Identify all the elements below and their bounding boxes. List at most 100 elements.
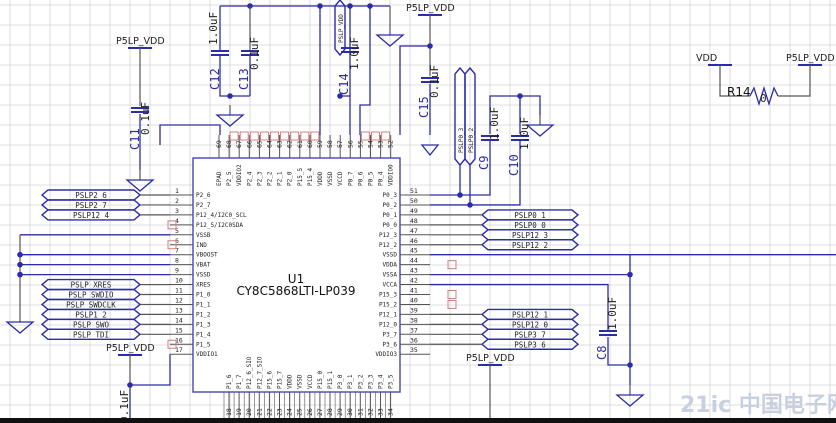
pin-name: VDDIO0 <box>388 164 395 186</box>
pin-name: P15_7 <box>277 371 284 389</box>
junction-dot <box>17 251 23 258</box>
watermark: 21ic 中国电子网 <box>680 393 836 418</box>
pin-number: 46 <box>410 237 418 245</box>
pin-number: 22 <box>265 408 273 416</box>
bottom-edge <box>0 418 836 423</box>
pin-number: 9 <box>175 267 179 275</box>
pin-name: P3_6 <box>383 341 398 348</box>
pin-number: 15 <box>175 326 183 334</box>
pin-number: 51 <box>410 187 418 195</box>
pin-number: 63 <box>276 140 284 148</box>
pin-name: P1_4 <box>196 331 211 338</box>
wire <box>778 65 811 97</box>
pin-name: P15_0 <box>317 371 324 389</box>
pin-number: 35 <box>410 346 418 354</box>
chip-refdes: U1 <box>288 272 304 286</box>
pin-name: P2_6 <box>196 192 211 199</box>
pin-name: VBOOST <box>196 252 218 259</box>
pin-name: P0_0 <box>383 222 398 229</box>
pin-number: 30 <box>346 408 354 416</box>
no-connect-marker <box>280 131 290 141</box>
pin-name: P0_5 <box>368 171 375 186</box>
no-connect-marker <box>239 131 249 141</box>
pin-number: 19 <box>235 408 243 416</box>
pin-name: VSSD <box>297 374 304 389</box>
pin-name: P2_2 <box>267 171 274 186</box>
net-label: PSLP12_0 <box>512 320 549 329</box>
capacitor-refdes: C10 <box>507 154 521 176</box>
pin-number: 6 <box>175 237 179 245</box>
pin-name: P12_7_SIO <box>256 356 263 389</box>
pin-number: 49 <box>410 207 418 215</box>
pin-name: P3_2 <box>357 374 364 389</box>
no-connect-marker <box>447 290 457 299</box>
pin-number: 41 <box>410 287 418 295</box>
pin-number: 53 <box>377 140 385 148</box>
no-connect-marker <box>259 131 269 141</box>
pin-number: 8 <box>175 257 179 265</box>
pin-name: P15_6 <box>266 371 273 389</box>
pin-name: VDDA <box>383 262 398 269</box>
net-label: PSLP1_2 <box>75 310 107 319</box>
no-connect-marker <box>167 240 177 250</box>
junction-dot <box>17 261 23 268</box>
net-label: PSLP0_0 <box>514 221 546 230</box>
net-label: PSLP0_1 <box>514 211 546 220</box>
net-label: PSLP12_2 <box>512 241 548 250</box>
resistor-refdes: R14 <box>727 85 751 99</box>
pin-number: 42 <box>410 277 418 285</box>
pin-name: P0_6 <box>357 171 364 186</box>
pin-number: 43 <box>410 267 418 275</box>
pin-name: VDDD <box>317 171 324 186</box>
pin-name: XRES <box>196 282 211 289</box>
pin-name: P15_5 <box>297 168 304 186</box>
pin-number: 16 <box>175 336 183 344</box>
pin-number: 56 <box>346 140 354 148</box>
pin-number: 10 <box>175 277 183 285</box>
no-connect-marker <box>381 131 391 141</box>
pin-name: P2_7 <box>196 202 211 209</box>
no-connect-marker <box>167 339 177 349</box>
pin-name: VSSB <box>196 232 211 239</box>
pin-name: P1_0 <box>196 292 211 299</box>
net-label: PSLP12_1 <box>512 310 548 319</box>
pin-name: P3_0 <box>337 374 344 389</box>
pin-number: 25 <box>296 408 304 416</box>
wire <box>430 283 609 330</box>
wire <box>130 354 171 386</box>
pin-number: 69 <box>215 140 223 148</box>
pin-name: P0_1 <box>383 212 398 219</box>
pin-number: 23 <box>276 408 284 416</box>
pin-name: P1_5 <box>196 341 211 348</box>
net-label: PSLP0_2 <box>468 127 475 153</box>
pin-number: 52 <box>387 140 395 148</box>
pin-name: P12_0 <box>379 321 397 328</box>
resistor-value: 0 <box>760 92 767 105</box>
pin-name: P2_3 <box>256 171 263 186</box>
pin-name: VDDIO2 <box>236 164 243 186</box>
no-connect-marker <box>310 131 320 141</box>
pin-name: P2_1 <box>277 171 284 186</box>
pin-name: P15_1 <box>327 371 334 389</box>
pin-name: P3_7 <box>383 331 398 338</box>
wire <box>399 45 430 135</box>
pin-name: VSSA <box>383 272 398 279</box>
pin-number: 47 <box>410 227 418 235</box>
pin-number: 55 <box>356 140 364 148</box>
pin-number: 68 <box>225 140 233 148</box>
no-connect-marker <box>300 131 310 141</box>
net-label: PSLP3_7 <box>514 330 546 339</box>
pin-number: 4 <box>175 217 179 225</box>
capacitor-refdes: C8 <box>595 346 609 360</box>
net-label: PSLP3_6 <box>514 340 546 349</box>
no-connect-marker <box>229 131 239 141</box>
pin-name: P1_7 <box>236 374 243 389</box>
ground-icon <box>615 394 645 407</box>
pin-number: 67 <box>235 140 243 148</box>
capacitor-value: 0.1uF <box>248 37 261 70</box>
pin-number: 21 <box>255 408 263 416</box>
capacitor-value: 0.1uF <box>118 390 131 423</box>
pin-number: 7 <box>175 247 179 255</box>
capacitor-value: 1.0uF <box>606 297 619 330</box>
no-connect-marker <box>447 260 457 270</box>
